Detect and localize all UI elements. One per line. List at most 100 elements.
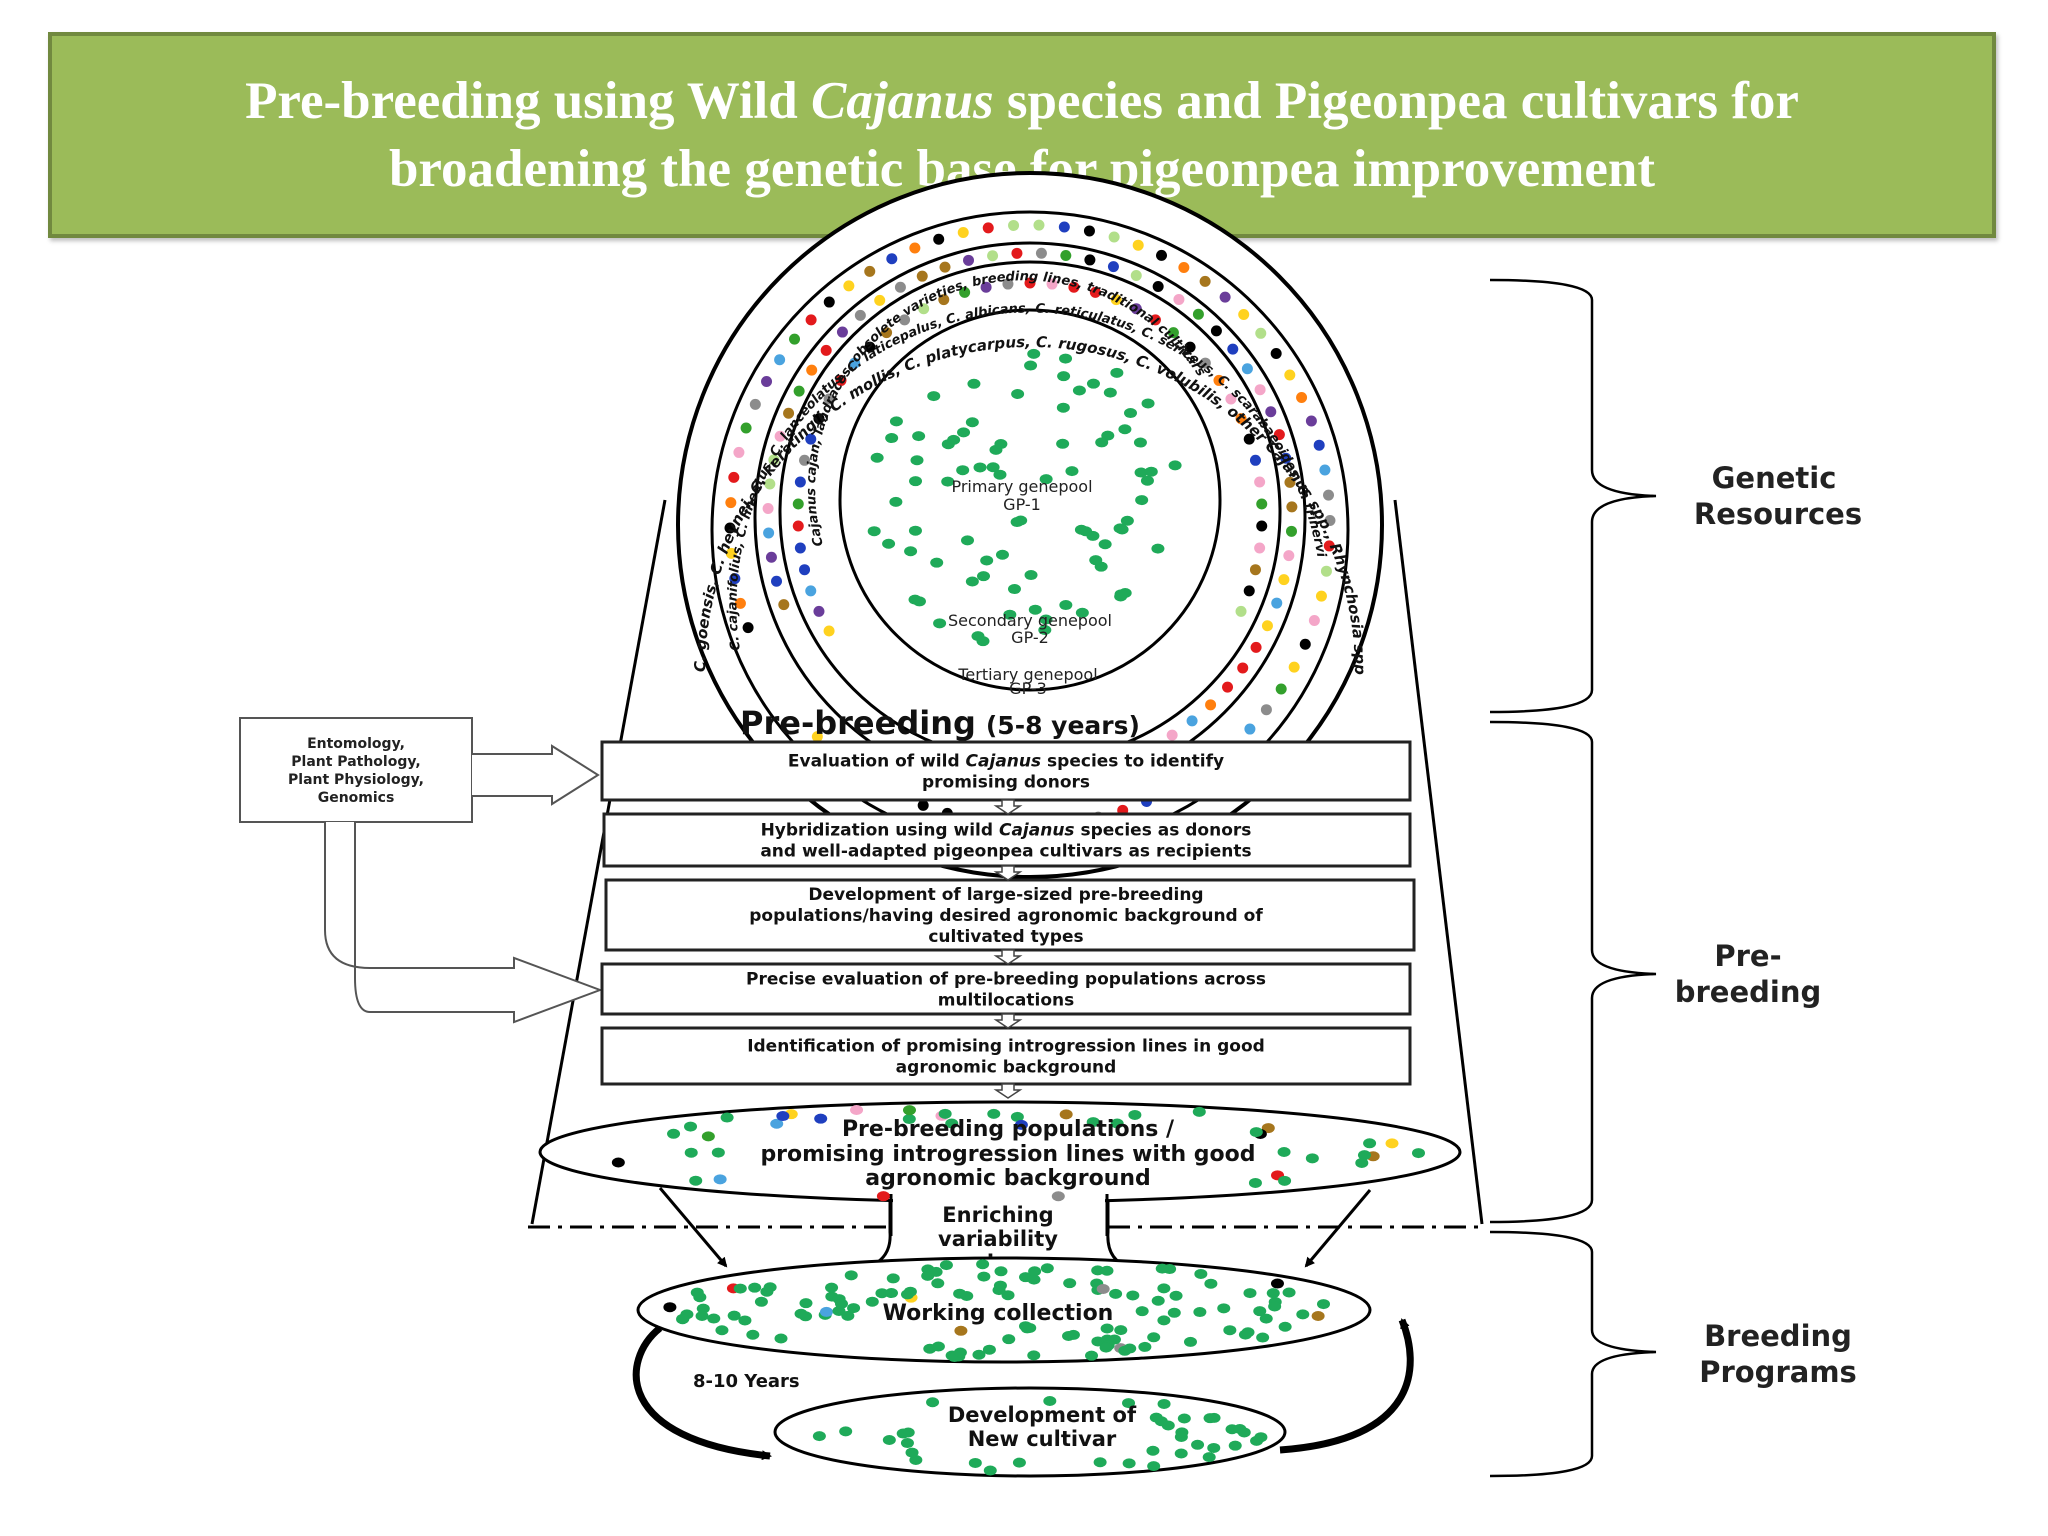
- species-dot: [836, 326, 848, 338]
- step-5-line-2: agronomic background: [896, 1058, 1117, 1078]
- primary-genepool-label: Primary genepool: [951, 477, 1092, 496]
- species-dot: [1296, 392, 1308, 404]
- species-dot: [1243, 433, 1255, 445]
- germplasm-dot: [1385, 1138, 1399, 1149]
- cultivar-dot: [1114, 589, 1128, 600]
- species-dot: [1320, 565, 1332, 577]
- species-dot: [1060, 249, 1072, 261]
- species-dot: [771, 575, 783, 587]
- new-cultivar-line-1: Development of: [948, 1403, 1137, 1427]
- species-dot: [1166, 729, 1178, 741]
- species-dot: [1238, 308, 1250, 320]
- step-connector-arrow-5: [993, 1083, 1023, 1099]
- germplasm-dot: [1059, 1109, 1073, 1120]
- germplasm-dot: [663, 1302, 677, 1313]
- species-dot: [1278, 574, 1290, 586]
- species-dot: [1270, 348, 1282, 360]
- cultivar-dot: [1118, 424, 1132, 435]
- page-title: Pre-breeding using Wild Cajanus species …: [245, 67, 1799, 203]
- species-dot: [805, 585, 817, 597]
- species-dot: [1008, 219, 1020, 231]
- cultivar-dot: [1057, 371, 1071, 382]
- species-dot: [805, 314, 817, 326]
- populations-line-1: Pre-breeding populations /: [842, 1117, 1175, 1142]
- species-dot: [1315, 590, 1327, 602]
- germplasm-dot: [972, 1349, 986, 1360]
- species-dot: [918, 303, 930, 315]
- species-dot: [864, 265, 876, 277]
- germplasm-dot: [905, 1447, 919, 1458]
- cultivar-dot: [1007, 584, 1021, 595]
- germplasm-dot: [1155, 1263, 1169, 1274]
- cultivar-dot: [1120, 515, 1134, 526]
- species-dot: [1046, 278, 1058, 290]
- germplasm-dot: [1091, 1265, 1105, 1276]
- germplasm-dot: [1100, 1323, 1114, 1334]
- germplasm-dot: [819, 1306, 833, 1317]
- cultivar-dot: [1059, 353, 1073, 364]
- right-brackets: [1489, 278, 1657, 1478]
- species-dot: [1283, 550, 1295, 562]
- cultivar-dot: [889, 496, 903, 507]
- cultivar-dot: [994, 439, 1008, 450]
- germplasm-dot: [1223, 1325, 1237, 1336]
- germplasm-dot: [844, 1270, 858, 1281]
- germplasm-dot: [1128, 1109, 1142, 1120]
- cultivar-dot: [1075, 607, 1089, 618]
- species-dot: [874, 294, 886, 306]
- germplasm-dot: [667, 1128, 681, 1139]
- species-dot: [1313, 439, 1325, 451]
- cultivar-dot: [885, 433, 899, 444]
- species-dot: [1192, 308, 1204, 320]
- funnel-outline: [530, 499, 1484, 1225]
- breeding-programs-label-2: Programs: [1699, 1355, 1857, 1389]
- germplasm-dot: [695, 1311, 709, 1322]
- cultivar-dot: [1144, 466, 1158, 477]
- germplasm-dot: [746, 1329, 760, 1340]
- tertiary-genepool-label: Tertiary genepool: [957, 665, 1097, 684]
- cultivar-dot: [956, 465, 970, 476]
- tertiary-genepool-circle: [676, 171, 1384, 879]
- species-dot: [783, 407, 795, 419]
- cultivar-dot: [986, 462, 1000, 473]
- step-connector-arrow-2: [993, 865, 1023, 881]
- cultivar-dot: [967, 378, 981, 389]
- species-dot: [1250, 641, 1262, 653]
- germplasm-dot: [1014, 1119, 1028, 1130]
- germplasm-dot: [701, 1131, 715, 1142]
- species-dot: [1254, 542, 1266, 554]
- cultivar-dot: [1024, 570, 1038, 581]
- germplasm-dot: [1228, 1440, 1242, 1451]
- cultivar-dot: [1133, 437, 1147, 448]
- cultivar-dot: [1086, 378, 1100, 389]
- germplasm-dot: [1259, 1313, 1273, 1324]
- germplasm-dot: [1012, 1457, 1026, 1468]
- species-dot: [933, 233, 945, 245]
- germplasm-dot: [1311, 1311, 1325, 1322]
- cultivar-dot: [995, 549, 1009, 560]
- species-dot: [1156, 249, 1168, 261]
- cultivar-dot: [1168, 460, 1182, 471]
- species-dot: [799, 454, 811, 466]
- cultivar-dot: [1134, 467, 1148, 478]
- species-dot: [1265, 406, 1277, 418]
- species-dot: [813, 413, 825, 425]
- new-cultivar-line-2: New cultivar: [968, 1427, 1117, 1451]
- germplasm-dot: [738, 1315, 752, 1326]
- species-dot: [799, 564, 811, 576]
- germplasm-dot: [902, 1114, 916, 1125]
- species-dot: [805, 433, 817, 445]
- germplasm-dot: [1241, 1327, 1255, 1338]
- species-dot: [1324, 515, 1336, 527]
- germplasm-dot: [1256, 1332, 1270, 1343]
- species-dot: [1288, 661, 1300, 673]
- step-connector-arrow-4: [993, 1013, 1023, 1029]
- germplasm-dot: [774, 1333, 788, 1344]
- cultivar-dot: [1095, 437, 1109, 448]
- species-dot: [794, 476, 806, 488]
- species-dot: [1199, 357, 1211, 369]
- cycle-arrow-right: [1279, 1318, 1414, 1454]
- species-dot: [835, 374, 847, 386]
- germplasm-dot: [1175, 1427, 1189, 1438]
- species-dot: [1254, 384, 1266, 396]
